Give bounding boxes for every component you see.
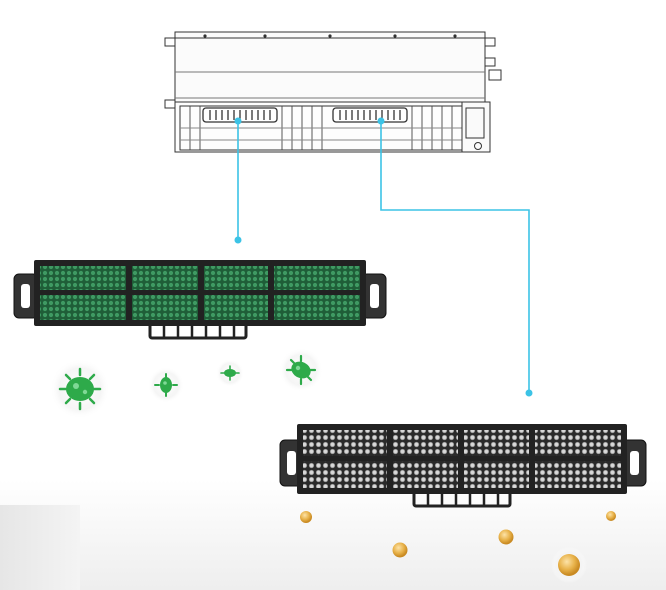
ducted-ac-unit-drawing bbox=[164, 31, 502, 153]
germ-icon bbox=[279, 348, 323, 392]
germ-icon bbox=[148, 367, 184, 403]
dark-mesh-filter bbox=[279, 424, 647, 508]
green-mesh-filter bbox=[13, 260, 387, 340]
leader-lines bbox=[237, 121, 530, 393]
dust-particle-icon bbox=[551, 547, 587, 583]
leader-end-dot bbox=[525, 389, 533, 397]
dust-particle-icon bbox=[392, 542, 408, 558]
germ-icon bbox=[50, 359, 110, 419]
room-corner bbox=[0, 505, 80, 590]
leader-end-dot bbox=[234, 236, 242, 244]
leader-start-dot bbox=[234, 117, 242, 125]
dust-particle-icon bbox=[300, 511, 312, 523]
germ-icon bbox=[216, 359, 244, 387]
leader-start-dot bbox=[377, 117, 385, 125]
dust-particle-icon bbox=[606, 511, 616, 521]
dust-particle-icon bbox=[498, 529, 514, 545]
